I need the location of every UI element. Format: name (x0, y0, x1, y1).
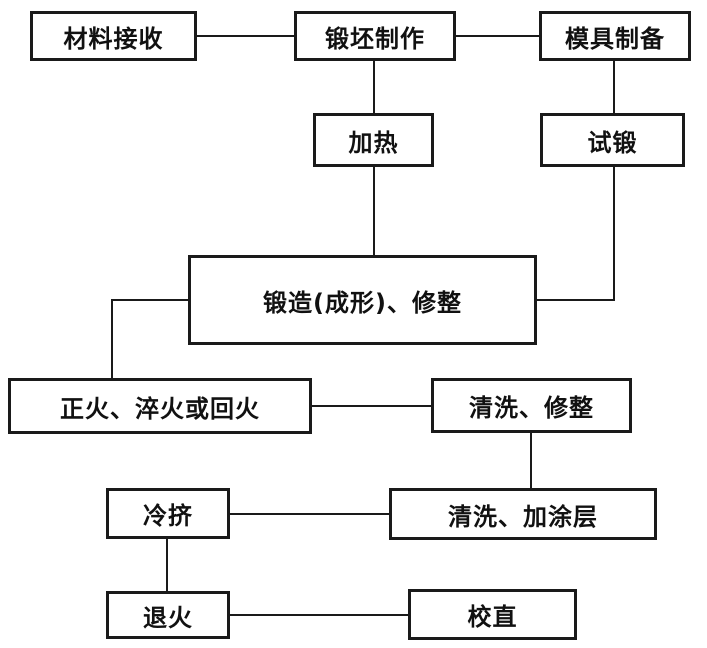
node-label: 模具制备 (565, 24, 665, 53)
node-label: 加热 (348, 128, 399, 157)
node-anneal: 退火 (106, 591, 230, 639)
node-label: 锻造(成形)、修整 (263, 288, 462, 317)
node-label: 正火、淬火或回火 (60, 394, 260, 423)
node-blank-making: 锻坯制作 (294, 11, 456, 61)
node-heat-treatment: 正火、淬火或回火 (8, 378, 312, 434)
node-straighten: 校直 (408, 589, 577, 640)
node-heating: 加热 (313, 113, 434, 167)
node-label: 锻坯制作 (325, 24, 425, 53)
node-label: 材料接收 (63, 24, 164, 53)
link-forging-heattreat (111, 299, 188, 378)
node-label: 冷挤 (143, 502, 193, 530)
node-forging: 锻造(成形)、修整 (188, 255, 537, 345)
node-clean-coat: 清洗、加涂层 (389, 488, 657, 540)
node-label: 清洗、修整 (469, 394, 594, 422)
node-clean-trim: 清洗、修整 (431, 378, 632, 433)
node-label: 试锻 (587, 128, 638, 157)
node-trial-forging: 试锻 (540, 113, 685, 167)
link-trial-forging (537, 167, 615, 301)
node-cold-extrusion: 冷挤 (106, 488, 230, 539)
node-label: 校直 (467, 603, 518, 631)
node-label: 退火 (143, 603, 193, 632)
node-die-prep: 模具制备 (539, 11, 691, 61)
node-label: 清洗、加涂层 (448, 502, 598, 531)
node-material-receipt: 材料接收 (30, 11, 197, 61)
